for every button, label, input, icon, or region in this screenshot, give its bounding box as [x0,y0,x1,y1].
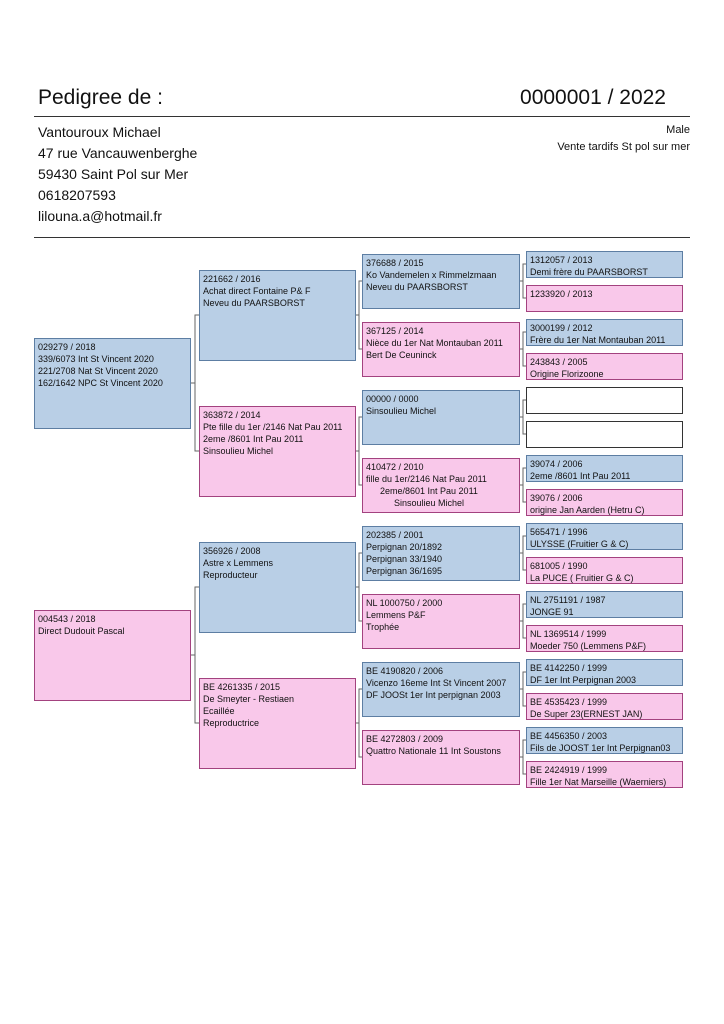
pedigree-mfm: NL 1000750 / 2000 Lemmens P&F Trophée [362,594,520,649]
pedigree-father: 029279 / 2018 339/6073 Int St Vincent 20… [34,338,191,429]
owner-city: 59430 Saint Pol sur Mer [38,166,189,182]
pedigree-mmfm: BE 4535423 / 1999 De Super 23(ERNEST JAN… [526,693,683,720]
pedigree-fmfm [526,421,683,448]
owner-info: Vantouroux Michael 47 rue Vancauwenbergh… [38,122,197,227]
pedigree-fmmf: 39074 / 2006 2eme /8601 Int Pau 2011 [526,455,683,482]
owner-divider [34,237,690,238]
pedigree-mf: 356926 / 2008 Astre x Lemmens Reproducte… [199,542,356,633]
pedigree-mffm: 681005 / 1990 La PUCE ( Fruitier G & C) [526,557,683,584]
pedigree-mmm: BE 4272803 / 2009 Quattro Nationale 11 I… [362,730,520,785]
pedigree-fffm: 1233920 / 2013 [526,285,683,312]
pedigree-fmmm: 39076 / 2006 origine Jan Aarden (Hetru C… [526,489,683,516]
pedigree-mfmm: NL 1369514 / 1999 Moeder 750 (Lemmens P&… [526,625,683,652]
pedigree-mother: 004543 / 2018 Direct Dudouit Pascal [34,610,191,701]
owner-phone: 0618207593 [38,187,116,203]
pedigree-ff: 221662 / 2016 Achat direct Fontaine P& F… [199,270,356,361]
pedigree-mfmf: NL 2751191 / 1987 JONGE 91 [526,591,683,618]
pedigree-mff: 202385 / 2001 Perpignan 20/1892 Perpigna… [362,526,520,581]
pedigree-mfff: 565471 / 1996 ULYSSE (Fruitier G & C) [526,523,683,550]
page-title: Pedigree de : [38,86,163,109]
pedigree-mmmf: BE 4456350 / 2003 Fils de JOOST 1er Int … [526,727,683,754]
pedigree-ffmf: 3000199 / 2012 Frère du 1er Nat Montauba… [526,319,683,346]
pedigree-mm: BE 4261335 / 2015 De Smeyter - Restiaen … [199,678,356,769]
pedigree-fmff [526,387,683,414]
pedigree-fff: 376688 / 2015 Ko Vandemelen x Rimmelzmaa… [362,254,520,309]
header-divider [34,116,690,117]
owner-email: lilouna.a@hotmail.fr [38,208,162,224]
owner-name: Vantouroux Michael [38,124,161,140]
pedigree-fmm: 410472 / 2010 fille du 1er/2146 Nat Pau … [362,458,520,513]
ring-number: 0000001 / 2022 [520,86,666,109]
pedigree-mmff: BE 4142250 / 1999 DF 1er Int Perpignan 2… [526,659,683,686]
pedigree-mmf: BE 4190820 / 2006 Vicenzo 16eme Int St V… [362,662,520,717]
pedigree-ffmm: 243843 / 2005 Origine Florizoone [526,353,683,380]
owner-street: 47 rue Vancauwenberghe [38,145,198,161]
bird-note: Vente tardifs St pol sur mer [557,141,690,153]
pedigree-ffm: 367125 / 2014 Nièce du 1er Nat Montauban… [362,322,520,377]
pedigree-ffff: 1312057 / 2013 Demi frère du PAARSBORST [526,251,683,278]
pedigree-fmf: 00000 / 0000 Sinsoulieu Michel [362,390,520,445]
pedigree-fm: 363872 / 2014 Pte fille du 1er /2146 Nat… [199,406,356,497]
pedigree-mmmm: BE 2424919 / 1999 Fille 1er Nat Marseill… [526,761,683,788]
bird-sex: Male [666,124,690,136]
